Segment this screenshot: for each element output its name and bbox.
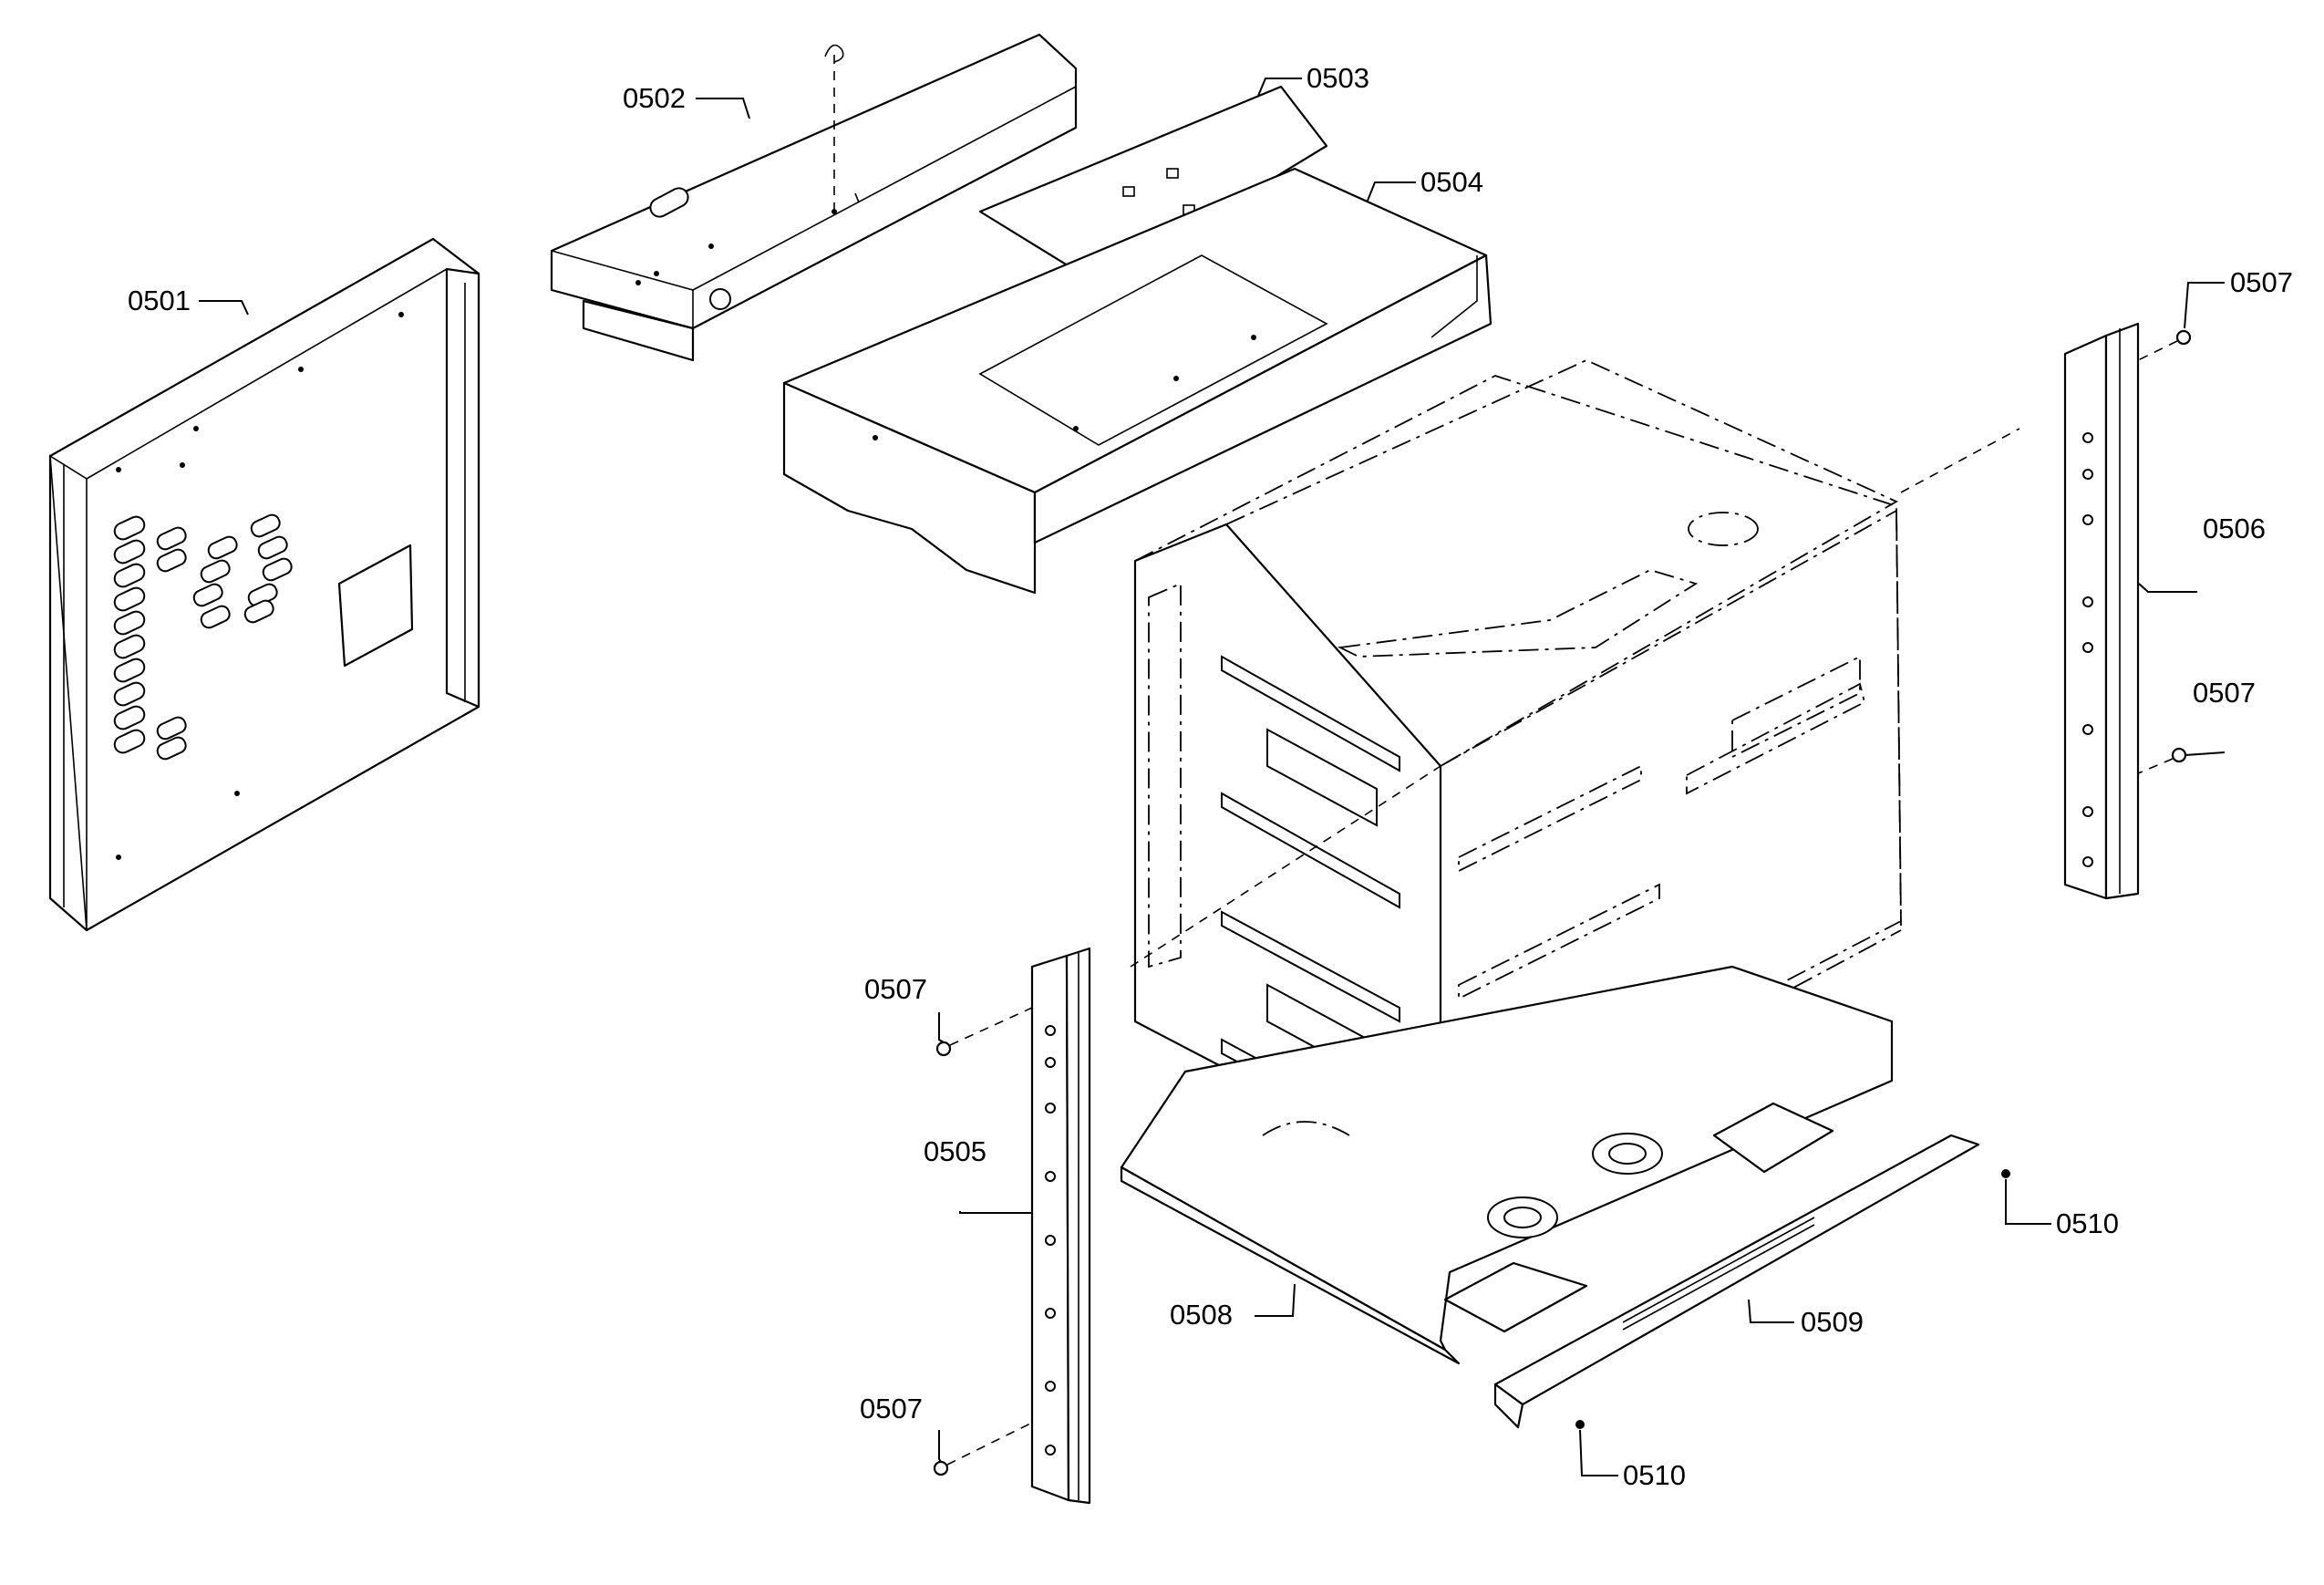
- leader-lines: [199, 78, 2226, 1476]
- part-front-trim: [1493, 1134, 1980, 1429]
- callout-label: 0503: [1307, 62, 1369, 94]
- callout-label: 0510: [2056, 1207, 2119, 1239]
- callout-label: 0507: [2193, 677, 2256, 709]
- callout-label: 0506: [2203, 513, 2266, 544]
- screw-icon: [935, 1007, 1033, 1057]
- part-top-tray: [782, 167, 1493, 595]
- callout-label: 0510: [1623, 1459, 1686, 1491]
- vent-slots: [113, 513, 293, 761]
- screw-icon: [933, 1422, 1033, 1476]
- part-top-box: [550, 33, 1078, 362]
- screw-icon: [2137, 329, 2192, 361]
- callout-label: 0502: [623, 82, 686, 114]
- screw-icon: [1575, 1420, 1585, 1429]
- callout-label: 0507: [860, 1393, 923, 1424]
- screws: [933, 329, 2192, 1476]
- callout-label: 0509: [1801, 1306, 1864, 1338]
- callout-label: 0508: [1170, 1299, 1233, 1331]
- part-bottom-pan: [1120, 965, 1894, 1365]
- part-right-rail: [2063, 322, 2140, 900]
- callout-labels: 0501 0502 0503 0504 0507 0506 0507 0507 …: [128, 62, 2293, 1491]
- part-left-rail: [1030, 947, 1091, 1505]
- callout-label: 0504: [1420, 166, 1483, 198]
- callout-label: 0505: [924, 1135, 986, 1167]
- screw-icon: [2001, 1169, 2010, 1178]
- part-cover-plate: [978, 85, 1328, 374]
- screw-icon: [2137, 747, 2187, 774]
- part-side-panel: [48, 237, 480, 932]
- callout-label: 0507: [2230, 266, 2293, 298]
- callout-label: 0501: [128, 285, 191, 316]
- callout-label: 0507: [864, 973, 927, 1005]
